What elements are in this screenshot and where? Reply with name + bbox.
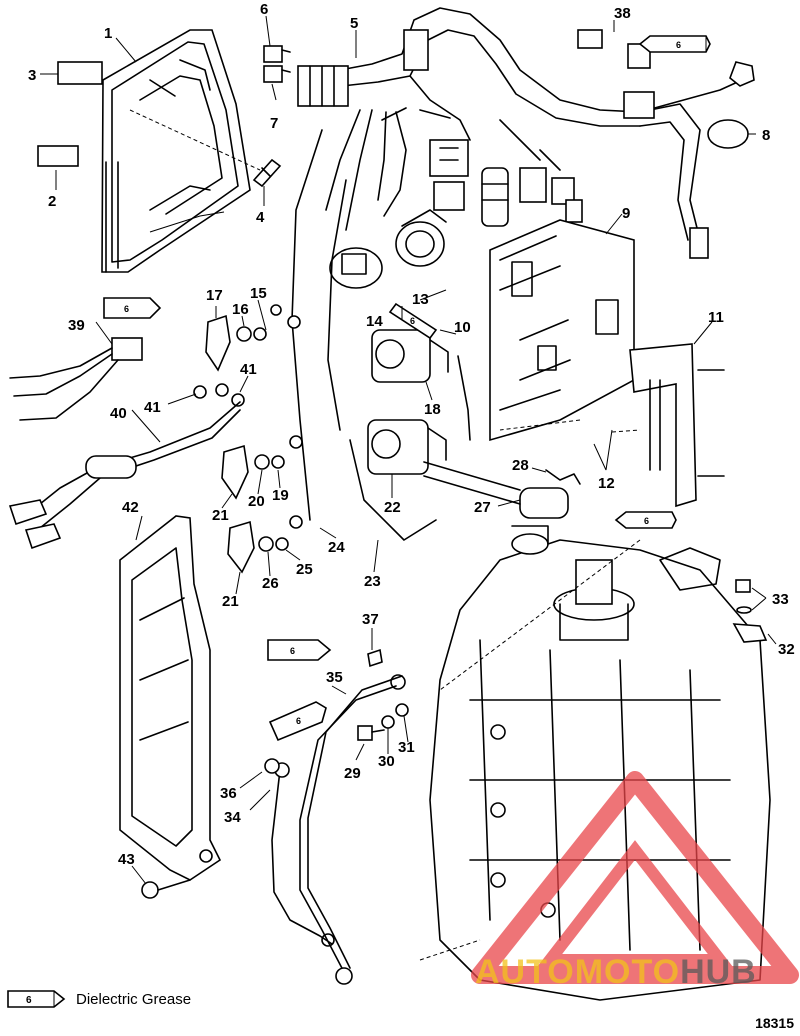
callout-41a: 41 <box>144 399 161 416</box>
grease-tube-27: 6 <box>614 511 677 529</box>
callout-12: 12 <box>598 475 615 492</box>
callout-labels: 1 2 3 4 5 6 7 8 9 10 11 12 13 14 15 16 1… <box>28 1 795 868</box>
leader-lines <box>129 109 641 961</box>
svg-text:6: 6 <box>644 516 649 526</box>
callout-29: 29 <box>344 765 361 782</box>
callout-32: 32 <box>778 641 795 658</box>
fuses <box>263 45 291 83</box>
callout-15: 15 <box>250 285 267 302</box>
watermark-text: AUTOMOTOHUB <box>475 953 757 991</box>
battery-cables <box>271 674 406 985</box>
callout-30: 30 <box>378 753 395 770</box>
callout-39: 39 <box>68 317 85 334</box>
callout-6: 6 <box>260 1 268 18</box>
callout-1: 1 <box>104 25 112 42</box>
callout-7: 7 <box>270 115 278 132</box>
callout-38: 38 <box>614 5 631 22</box>
svg-text:6: 6 <box>26 995 32 1006</box>
callout-33: 33 <box>772 591 789 608</box>
boots-and-nuts <box>205 304 289 574</box>
callout-18: 18 <box>424 401 441 418</box>
legend: 6 Dielectric Grease <box>6 988 191 1010</box>
grease-tube-39: 6 <box>103 297 162 319</box>
callout-22: 22 <box>384 499 401 516</box>
callout-17: 17 <box>206 287 223 304</box>
electrical-cover <box>101 29 251 273</box>
callout-10: 10 <box>454 319 471 336</box>
callout-4: 4 <box>256 209 265 226</box>
wiring-harness <box>297 7 755 259</box>
grease-tube-36: 6 <box>268 701 327 742</box>
callout-14: 14 <box>366 313 383 330</box>
mounting-bracket <box>629 343 725 508</box>
clip-28 <box>545 469 581 485</box>
nut-36 <box>264 758 280 774</box>
grease-tube-icon: 6 <box>7 990 66 1008</box>
callout-13: 13 <box>412 291 429 308</box>
relay-13 <box>395 209 447 267</box>
callout-27: 27 <box>474 499 491 516</box>
callout-11: 11 <box>708 309 724 326</box>
callout-43: 43 <box>118 851 135 868</box>
callout-9: 9 <box>622 205 630 222</box>
callout-28: 28 <box>512 457 529 474</box>
callout-leaders <box>40 15 777 885</box>
callout-5: 5 <box>350 15 358 32</box>
callout-8: 8 <box>762 127 770 144</box>
callout-34: 34 <box>224 809 241 826</box>
figure-number: 18315 <box>755 1015 794 1031</box>
svg-text:6: 6 <box>296 716 301 726</box>
cable-clamp <box>707 119 749 149</box>
callout-16: 16 <box>232 301 249 318</box>
bracket-32 <box>732 623 768 643</box>
svg-text:6: 6 <box>410 316 415 326</box>
plug-wire <box>457 355 471 441</box>
screw-37 <box>367 648 383 668</box>
callout-37: 37 <box>362 611 379 628</box>
callout-42: 42 <box>122 499 139 516</box>
ignition-coil-22 <box>367 419 447 475</box>
callout-21b: 21 <box>222 593 239 610</box>
bolts-29-31 <box>357 703 409 741</box>
callout-21a: 21 <box>212 507 229 524</box>
callout-19: 19 <box>272 487 289 504</box>
lower-electrical-cover <box>119 515 222 881</box>
callout-26: 26 <box>262 575 279 592</box>
grease-tube-38: 6 <box>638 35 711 53</box>
svg-text:6: 6 <box>290 646 295 656</box>
voltage-regulator-27 <box>423 461 569 519</box>
starter-solenoid <box>329 247 383 289</box>
decal-2 <box>37 145 79 167</box>
callout-40: 40 <box>110 405 127 422</box>
callout-23: 23 <box>364 573 381 590</box>
callout-31: 31 <box>398 739 415 756</box>
callout-41b: 41 <box>240 361 257 378</box>
callout-25: 25 <box>296 561 313 578</box>
bolt-43 <box>141 879 191 899</box>
ignition-module <box>489 219 635 442</box>
callout-20: 20 <box>248 493 265 510</box>
cover-latch <box>252 158 282 188</box>
callout-36: 36 <box>220 785 237 802</box>
bolt-33 <box>735 579 752 614</box>
callout-3: 3 <box>28 67 36 84</box>
grease-tube-37: 6 <box>267 639 332 661</box>
svg-text:6: 6 <box>124 304 129 314</box>
ground-cables <box>287 129 437 541</box>
ignition-coil-18 <box>371 329 449 383</box>
svg-text:6: 6 <box>676 40 681 50</box>
callout-2: 2 <box>48 193 56 210</box>
engine-block <box>429 525 771 1001</box>
callout-24: 24 <box>328 539 345 556</box>
legend-label: Dielectric Grease <box>76 990 192 1008</box>
callout-35: 35 <box>326 669 343 686</box>
decal-3 <box>57 61 103 85</box>
trim-harness <box>8 337 245 550</box>
